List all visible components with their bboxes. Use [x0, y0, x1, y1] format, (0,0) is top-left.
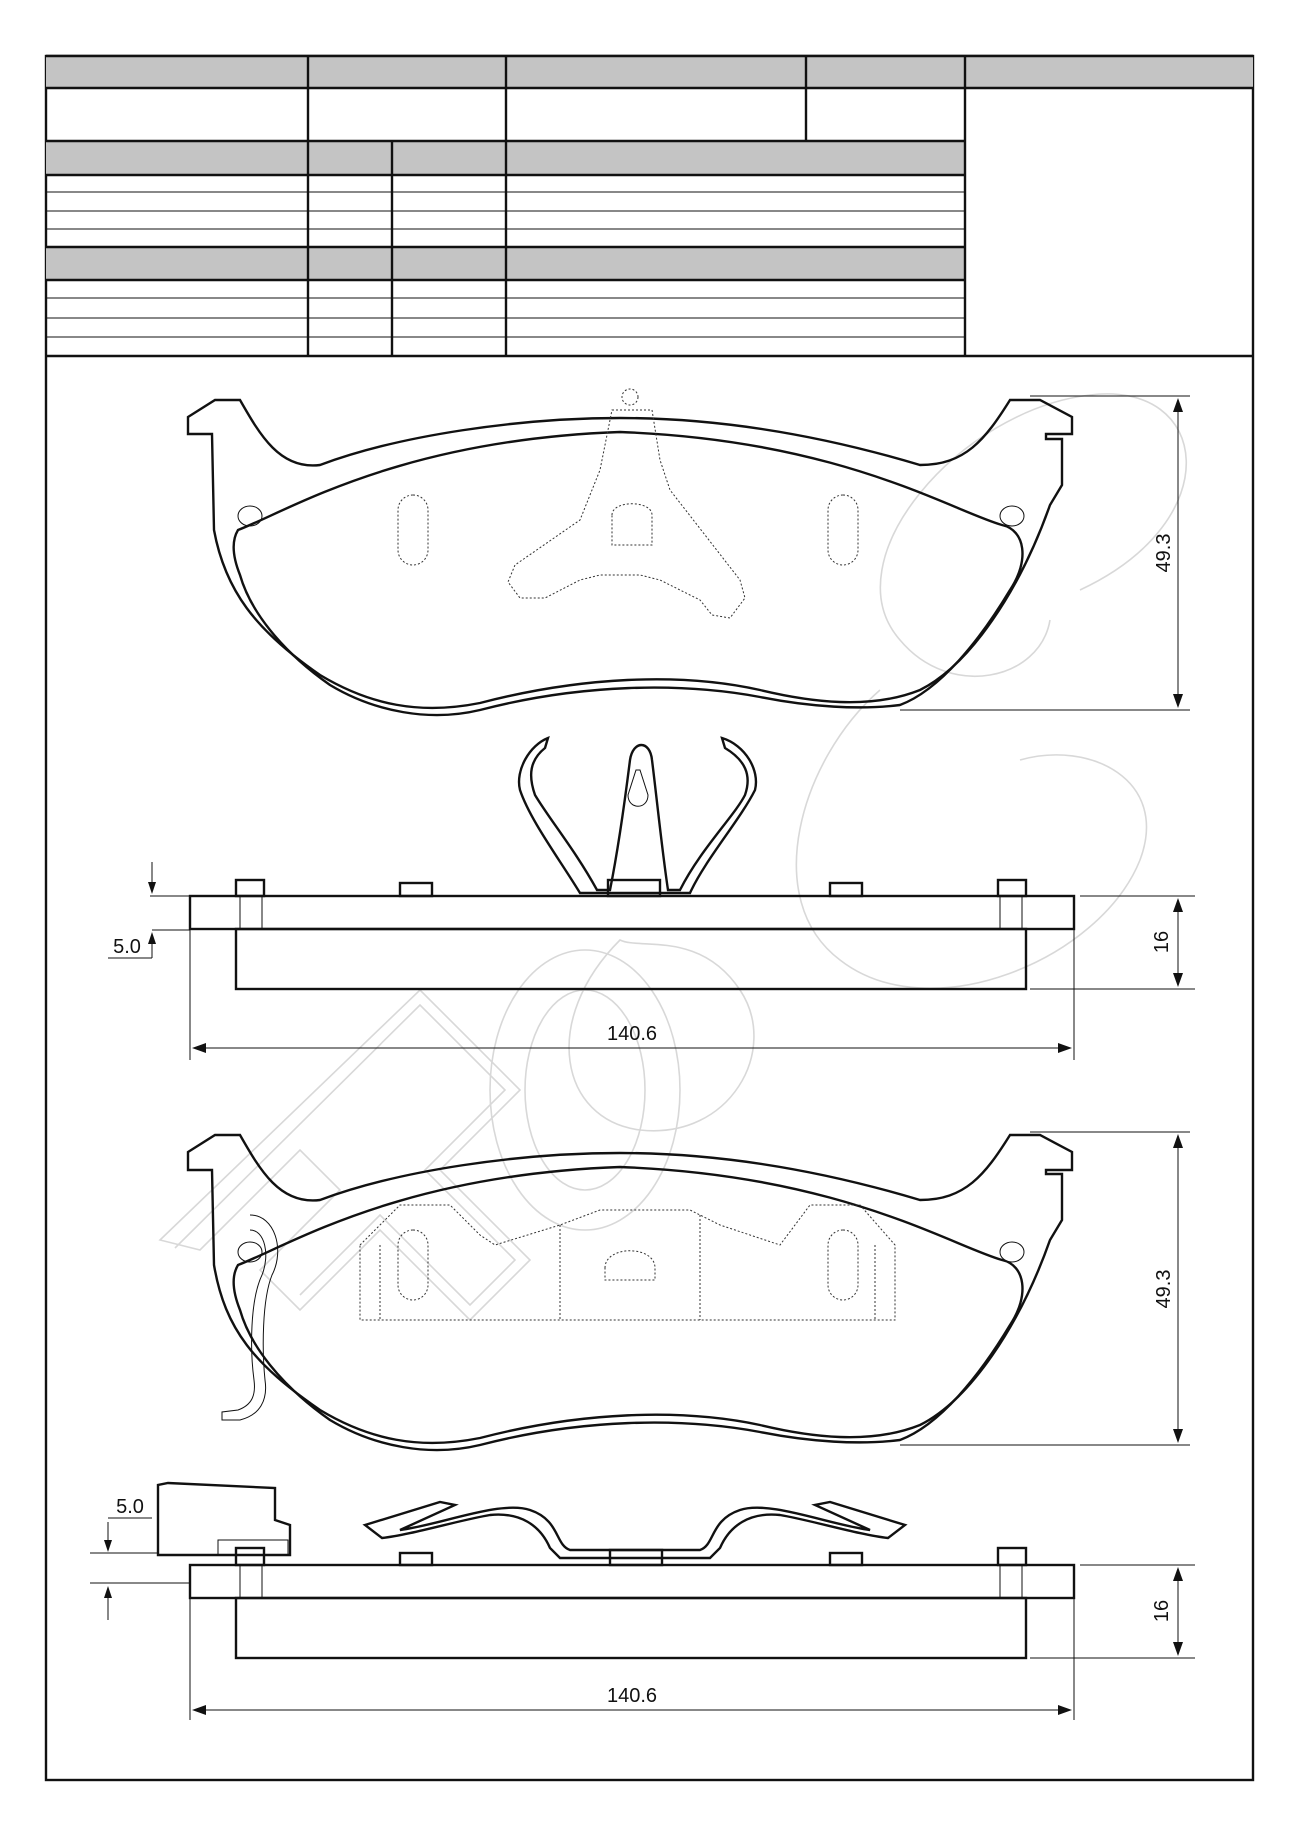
clip-tab	[621, 388, 639, 406]
center-hole	[604, 1250, 656, 1281]
width-dimension-label: 140.6	[607, 1685, 657, 1707]
pad-top-view-2: 49.3	[186, 1131, 1190, 1452]
step-dimension-label: 5.0	[116, 1496, 144, 1518]
backing-plate-outline	[186, 398, 1074, 710]
step-dimension-label: 5.0	[113, 936, 141, 958]
backing-plate-side	[188, 1563, 1076, 1600]
watermark-logo	[158, 393, 1187, 1322]
stud-left	[398, 1551, 434, 1567]
stud-left	[398, 881, 434, 898]
pin-hole-right	[999, 505, 1025, 527]
pin-left	[234, 1546, 266, 1567]
slot-right	[827, 1229, 859, 1301]
clip-center-hole	[611, 503, 653, 546]
slot-left	[397, 494, 429, 566]
stud-right	[828, 881, 864, 898]
spring-clip-side	[362, 1500, 908, 1560]
slot-right	[827, 494, 859, 566]
header-row	[46, 56, 1253, 88]
stud-right	[828, 1551, 864, 1567]
wear-sensor-wire	[221, 1214, 279, 1421]
height-dimension-label: 49.3	[1153, 534, 1175, 573]
pin-hole-right	[999, 1241, 1025, 1263]
width-dimension-label: 140.6	[607, 1023, 657, 1045]
wear-sensor-connector	[156, 1481, 292, 1557]
friction-material-outline	[232, 430, 1024, 717]
backing-plate-side	[188, 894, 1076, 931]
clip-base	[608, 1548, 664, 1567]
shim-outline	[359, 1204, 896, 1321]
friction-layer-side	[234, 1596, 1028, 1660]
clip-base	[606, 878, 662, 898]
height-dimension-label: 49.3	[1153, 1270, 1175, 1309]
sheet-border	[44, 54, 1255, 1782]
connector-plug	[217, 1539, 289, 1556]
title-block	[44, 54, 1255, 1782]
pin-hole-left	[237, 1241, 263, 1263]
friction-layer-side	[234, 927, 1028, 991]
friction-material-outline	[232, 1165, 1024, 1452]
pad-side-view-1: 16 140.6 5.0	[108, 735, 1195, 1060]
pad-side-view-2: 16 140.6 5.0	[90, 1481, 1195, 1720]
pin-hole-left	[237, 505, 263, 527]
pin-left	[234, 878, 266, 898]
slot-left	[397, 1229, 429, 1301]
pin-right	[996, 878, 1028, 898]
clip-slot	[627, 769, 649, 807]
pin-right	[996, 1546, 1028, 1567]
wear-indicator-clip	[507, 409, 746, 619]
spring-clip-side	[517, 735, 758, 895]
thickness-dimension-label: 16	[1151, 931, 1173, 953]
pad-top-view-1: 49.3	[186, 388, 1190, 717]
thickness-dimension-label: 16	[1151, 1600, 1173, 1622]
backing-plate-outline	[186, 1133, 1074, 1445]
